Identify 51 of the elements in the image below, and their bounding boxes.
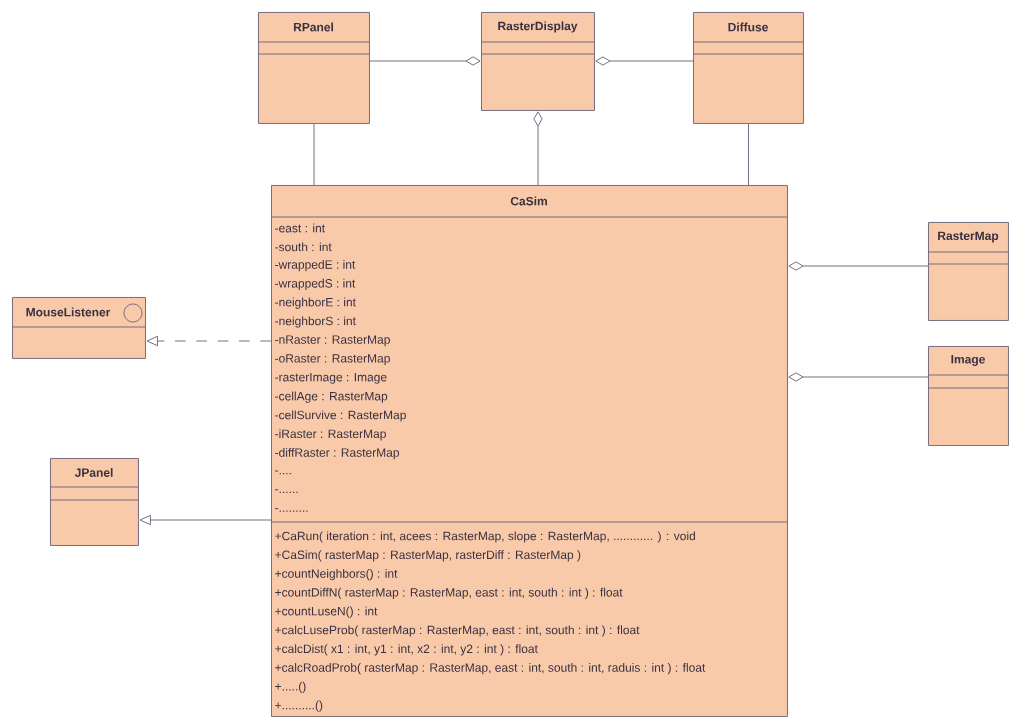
class-box <box>11 297 146 359</box>
attribute-text: -rasterImage : Image <box>275 373 387 384</box>
class-name: Diffuse <box>728 22 768 32</box>
class-name: RPanel <box>293 22 333 32</box>
inheritance-arrow <box>139 514 272 526</box>
attribute-text: -cellAge : RasterMap <box>275 391 388 403</box>
class-name: RasterDisplay <box>498 21 578 33</box>
method-text: +calcRoadProb( rasterMap : RasterMap, east : int, south : int, raduis : int ) : float <box>275 663 706 675</box>
class-name: CaSim <box>510 196 547 206</box>
aggregation-line <box>788 372 929 382</box>
attribute-text: -south : int <box>275 242 332 252</box>
aggregation-line <box>533 111 543 186</box>
method-text: +countNeighbors() : int <box>275 569 398 581</box>
attribute-text: -wrappedE : int <box>275 260 356 272</box>
attribute-text: -nRaster : RasterMap <box>275 335 390 347</box>
method-text: +CaSim( rasterMap : RasterMap, rasterDiff : RasterMap ) <box>275 550 581 562</box>
method-text: +.....() <box>275 681 306 693</box>
method-text: +calcLuseProb( rasterMap : RasterMap, east : int, south : int ) : float <box>275 625 640 637</box>
method-text: +countDiffN( rasterMap : RasterMap, east : int, south : int ) : float <box>275 587 623 599</box>
aggregation-line <box>788 261 929 271</box>
class-name: MouseListener <box>26 307 111 317</box>
class-box <box>927 346 1009 446</box>
realization-arrow <box>146 335 272 347</box>
attribute-text: -......... <box>275 508 308 512</box>
class-box <box>49 458 139 546</box>
attribute-text: -.... <box>275 470 291 475</box>
attribute-text: -cellSurvive : RasterMap <box>275 410 406 422</box>
attribute-text: -...... <box>275 489 298 494</box>
class-box <box>480 12 595 111</box>
attribute-text: -east : int <box>275 223 325 233</box>
attribute-text: -oRaster : RasterMap <box>275 354 390 365</box>
class-name: Image <box>951 355 985 366</box>
attribute-text: -iRaster : RasterMap <box>275 429 386 441</box>
attribute-text: -neighborE : int <box>275 297 356 309</box>
association-line <box>313 123 315 186</box>
aggregation-line <box>369 56 481 66</box>
association-line <box>748 123 749 186</box>
method-text: +CaRun( iteration : int, acees : RasterMap, slope : RasterMap, ............ ) : void <box>275 531 695 543</box>
class-box <box>692 12 804 124</box>
class-name: RasterMap <box>938 231 999 243</box>
class-name: JPanel <box>74 468 113 477</box>
aggregation-line <box>595 56 694 66</box>
method-text: +calcDist( x1 : int, y1 : int, x2 : int, y2 : int ) : float <box>275 644 538 656</box>
attribute-text: -diffRaster : RasterMap <box>275 448 399 460</box>
class-box <box>927 222 1009 321</box>
method-text: +countLuseN() : int <box>275 606 378 618</box>
class-box <box>257 12 370 124</box>
class-box <box>270 185 788 717</box>
method-text: +..........() <box>275 700 323 712</box>
attribute-text: -neighborS : int <box>275 316 356 328</box>
attribute-text: -wrappedS : int <box>275 278 356 290</box>
